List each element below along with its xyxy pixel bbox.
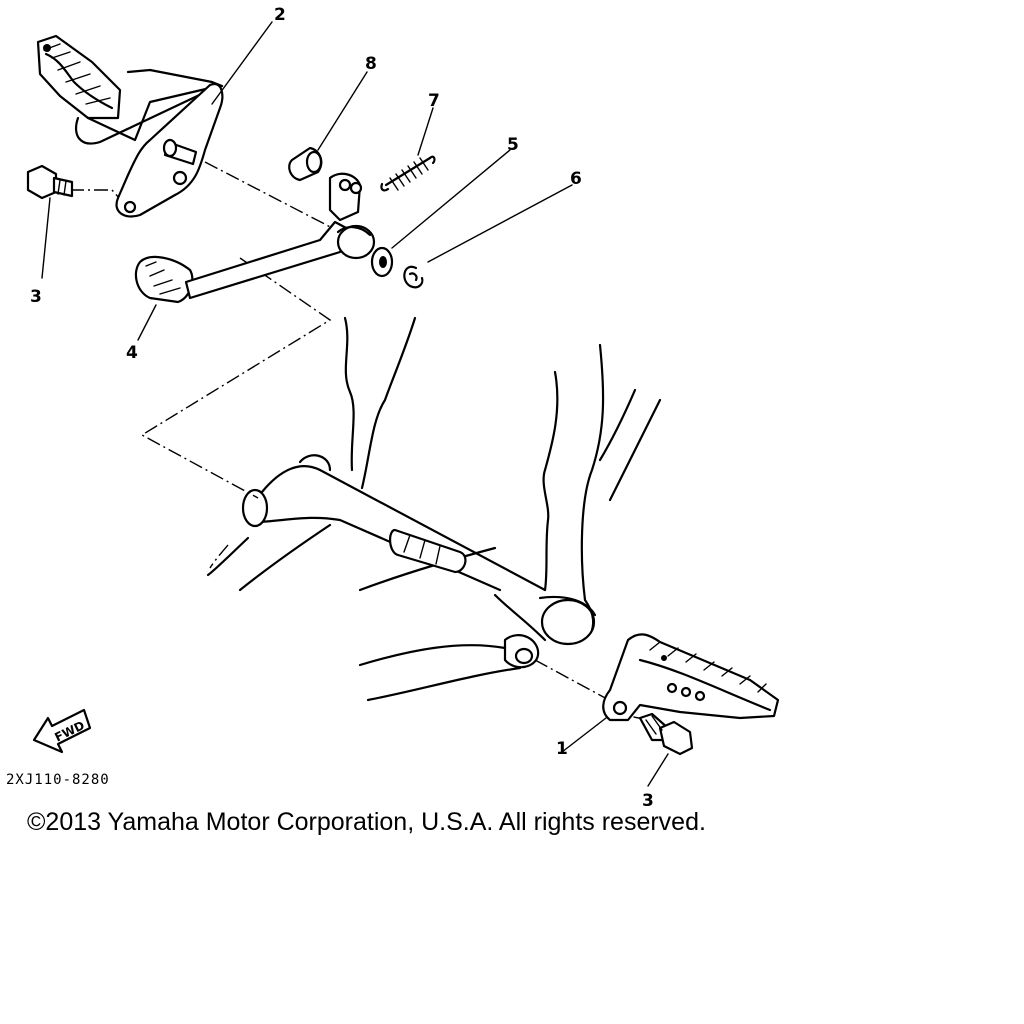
left-footrest-assembly	[36, 34, 224, 218]
brake-pedal	[134, 172, 376, 304]
callout-3-right: 3	[642, 791, 654, 811]
bolt-part-3-left	[26, 164, 74, 200]
bolt-part-3-right	[638, 712, 694, 756]
callouts: 2 8 7 5 6 3 4 1 3	[30, 5, 654, 811]
callout-4: 4	[126, 343, 138, 363]
fwd-arrow-icon: FWD	[32, 708, 92, 754]
callout-8: 8	[365, 54, 377, 74]
callout-6: 6	[570, 169, 582, 189]
callout-7: 7	[428, 91, 440, 111]
frame	[206, 316, 662, 702]
spring-part-7	[380, 155, 436, 192]
callout-3-left: 3	[30, 287, 42, 307]
washer-part-5	[370, 246, 394, 278]
right-footrest	[602, 633, 780, 722]
copyright-notice: ©2013 Yamaha Motor Corporation, U.S.A. A…	[27, 808, 706, 836]
clip-part-6	[403, 265, 424, 289]
callout-1: 1	[556, 739, 568, 759]
callout-2: 2	[274, 5, 286, 25]
diagram-code: 2XJ110-8280	[6, 772, 110, 788]
pin-part-8	[288, 146, 323, 182]
callout-5: 5	[507, 135, 519, 155]
leader-lines	[41, 21, 669, 787]
